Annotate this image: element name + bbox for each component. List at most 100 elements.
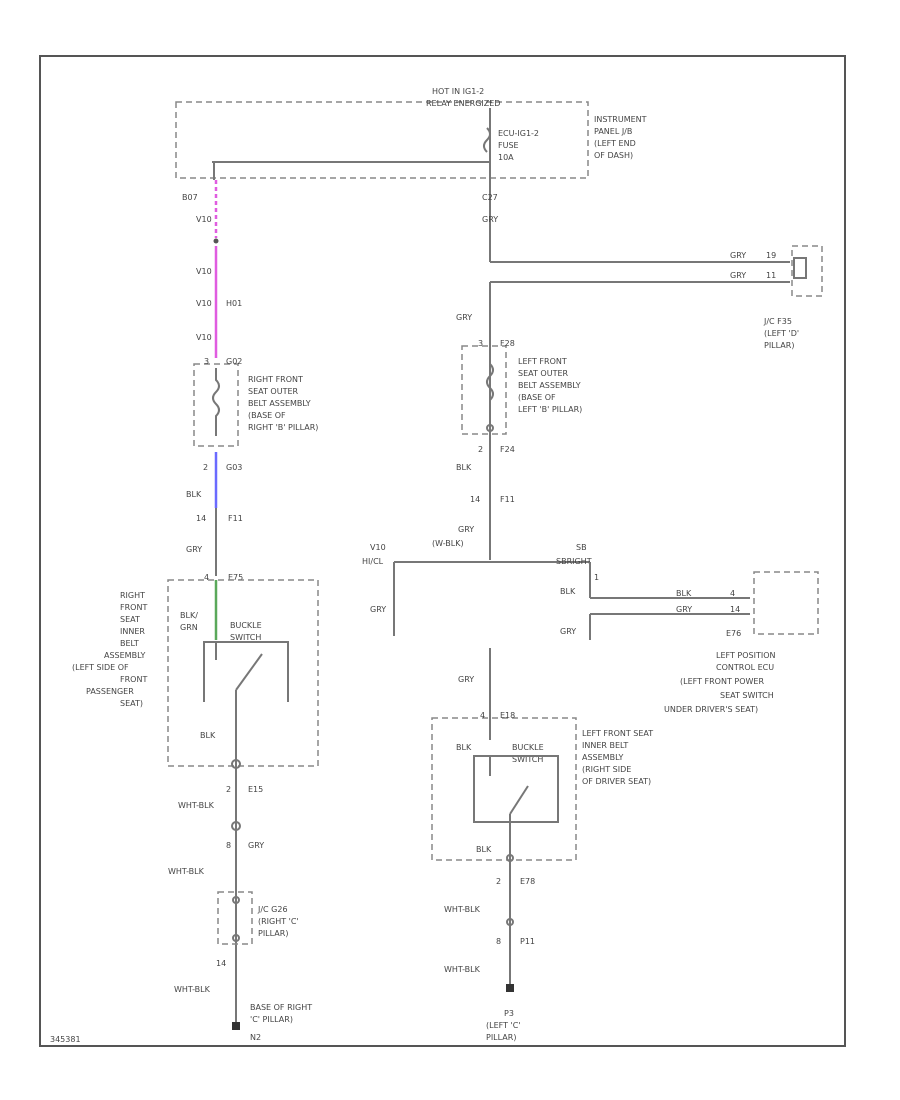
ground-right-1: BASE OF RIGHT (250, 1003, 312, 1012)
conn-f24: F24 (500, 445, 515, 454)
wire-circuit-v10: V10 (370, 543, 386, 552)
left-outer-4: (BASE OF (518, 393, 556, 402)
wire-blk-7: BLK (476, 845, 492, 854)
footer-code: 345381 (50, 1035, 81, 1044)
pin-3-f28: 3 (478, 339, 483, 348)
conn-f11-a: F11 (228, 514, 243, 523)
wire-seatbelt: SBRIGHT (556, 557, 592, 566)
jc-g26-loc-1: (RIGHT 'C' (258, 917, 299, 926)
right-inner-5: BELT (120, 639, 139, 648)
jb-location-1: INSTRUMENT (594, 115, 647, 124)
right-inner-10: SEAT) (120, 699, 143, 708)
left-outer-belt-coil (486, 352, 494, 422)
fuse-header-2: RELAY ENERGIZED (426, 99, 500, 108)
wire-wht-blk-5: WHT-BLK (444, 965, 481, 974)
jc-g26-loc-2: PILLAR) (258, 929, 288, 938)
right-inner-1: RIGHT (120, 591, 145, 600)
pin-jc-1: 19 (766, 251, 776, 260)
pin-ecu-1: 4 (730, 589, 735, 598)
left-inner-5: OF DRIVER SEAT) (582, 777, 651, 786)
conn-p11: P11 (520, 937, 535, 946)
right-buckle-switch-outline (203, 641, 289, 702)
buckle-switch-r-2: SWITCH (230, 633, 261, 642)
conn-e18: E18 (500, 711, 515, 720)
conn-e75: E75 (228, 573, 243, 582)
pin-8-b: 8 (496, 937, 501, 946)
ground-point-left (506, 984, 514, 992)
pin-2-e78: 2 (496, 877, 501, 886)
jb-location-4: OF DASH) (594, 151, 633, 160)
ground-point-right (232, 1022, 240, 1030)
pin-2-f24: 2 (478, 445, 483, 454)
ground-left-3: PILLAR) (486, 1033, 516, 1042)
right-outer-5: RIGHT 'B' PILLAR) (248, 423, 318, 432)
wire-wht-blk-3: WHT-BLK (174, 985, 211, 994)
left-outer-2: SEAT OUTER (518, 369, 569, 378)
splice-point (213, 238, 219, 244)
wire-label-v10-c: V10 (196, 299, 212, 308)
jc-g26-name: J/C G26 (257, 905, 288, 914)
left-inner-1: LEFT FRONT SEAT (582, 729, 653, 738)
instrument-panel-jb-box (175, 101, 589, 179)
conn-e78: E78 (520, 877, 535, 886)
fuse-amps: 10A (498, 153, 514, 162)
right-inner-9: PASSENGER (86, 687, 134, 696)
wire-wht-blk-2: WHT-BLK (168, 867, 205, 876)
jc-f35-loc-2: PILLAR) (764, 341, 794, 350)
wire-ign-left: HI/CL (362, 557, 384, 566)
conn-g03: G03 (226, 463, 242, 472)
wire-label-v10-a: V10 (196, 215, 212, 224)
conn-f28: F28 (500, 339, 515, 348)
wire-blk-6: BLK (456, 743, 472, 752)
ground-right-2: 'C' PILLAR) (250, 1015, 293, 1024)
wire-gry-8: GRY (560, 627, 576, 636)
fuse-symbol (483, 127, 491, 153)
wire-label-v10-d: V10 (196, 333, 212, 342)
jb-location-2: PANEL J/B (594, 127, 632, 136)
wire-gry-3: GRY (482, 215, 498, 224)
pin-4-e75: 4 (204, 573, 209, 582)
pin-1-ecu: 1 (594, 573, 599, 582)
left-outer-belt-box (461, 345, 507, 435)
wire-gry-9: GRY (458, 675, 474, 684)
pin-2-e15: 2 (226, 785, 231, 794)
right-switch-blade (235, 653, 263, 691)
right-inner-8: FRONT (120, 675, 147, 684)
conn-e15: E15 (248, 785, 263, 794)
left-inner-belt-box (431, 717, 577, 861)
wire-blk-4: BLK (560, 587, 576, 596)
left-switch-blade (509, 785, 529, 815)
conn-g02: G02 (226, 357, 242, 366)
wire-grn-blk: (W-BLK) (432, 539, 464, 548)
ground-left-2: (LEFT 'C' (486, 1021, 521, 1030)
wire-blk-1: BLK (186, 490, 202, 499)
wire-gry-jc-1: GRY (730, 251, 746, 260)
wire-gry-6: GRY (370, 605, 386, 614)
pin-jc-2: 11 (766, 271, 776, 280)
pin-3-g02: 3 (204, 357, 209, 366)
wire-gry-5: GRY (458, 525, 474, 534)
conn-b07: B07 (182, 193, 198, 202)
ground-left-1: P3 (504, 1009, 514, 1018)
right-inner-6: ASSEMBLY (104, 651, 145, 660)
pin-2-g03: 2 (203, 463, 208, 472)
conn-f11-b: F11 (500, 495, 515, 504)
jc-f35-name: J/C F35 (763, 317, 792, 326)
buckle-switch-l-2: SWITCH (512, 755, 543, 764)
right-outer-1: RIGHT FRONT (248, 375, 303, 384)
conn-e76: E76 (726, 629, 741, 638)
left-buckle-switch-outline (473, 755, 559, 823)
ecu-4: SEAT SWITCH (720, 691, 774, 700)
ground-right-n2: N2 (250, 1033, 261, 1042)
ecu-1: LEFT POSITION (716, 651, 776, 660)
right-outer-3: BELT ASSEMBLY (248, 399, 311, 408)
left-inner-4: (RIGHT SIDE (582, 765, 631, 774)
left-outer-3: BELT ASSEMBLY (518, 381, 581, 390)
left-outer-1: LEFT FRONT (518, 357, 567, 366)
ecu-3: (LEFT FRONT POWER (680, 677, 764, 686)
wire-blk-2: BLK (200, 731, 216, 740)
pin-14-c: 14 (470, 495, 480, 504)
buckle-switch-l-1: BUCKLE (512, 743, 544, 752)
jc-f35-box (791, 245, 823, 297)
